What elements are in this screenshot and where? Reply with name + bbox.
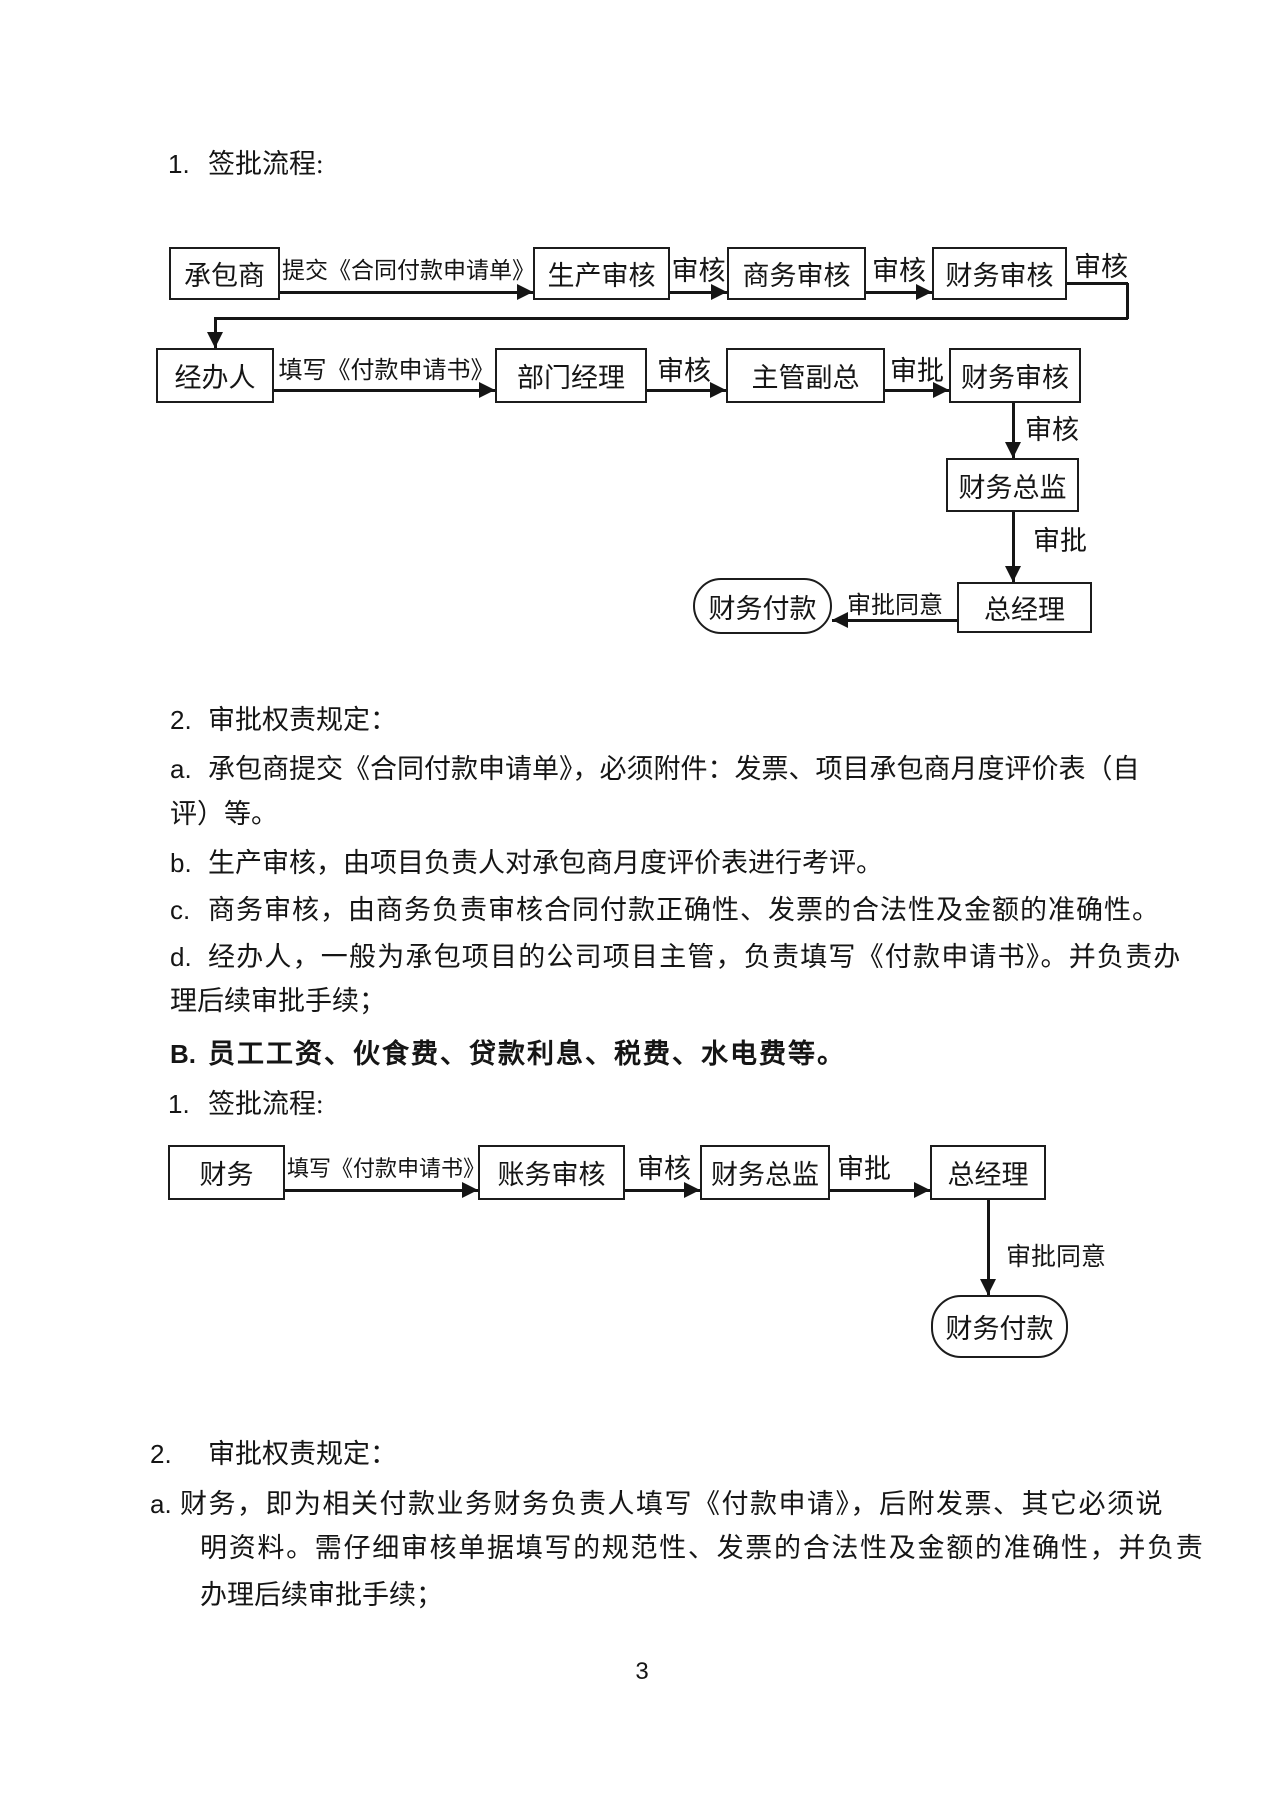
item-a2-line1: 财务，即为相关付款业务财务负责人填写《付款申请》，后附发票、其它必须说 bbox=[180, 1489, 1164, 1519]
item-a2-line1-marker: a. bbox=[150, 1489, 172, 1519]
salary-expense-approval-flow-connector-1 bbox=[625, 1188, 700, 1192]
salary-expense-approval-flow-arrowhead-0 bbox=[462, 1182, 478, 1198]
contract-payment-approval-flow-node-production-review: 生产审核 bbox=[533, 247, 670, 300]
heading-duty-a-marker: 2. bbox=[170, 705, 192, 735]
heading-sign-flow-a: 签批流程: bbox=[208, 149, 324, 179]
contract-payment-approval-flow-edge-review-2: 审核 bbox=[872, 256, 926, 286]
heading-section-b-marker: B. bbox=[170, 1039, 196, 1069]
contract-payment-approval-flow-connector-12 bbox=[832, 618, 957, 622]
contract-payment-approval-flow-edge-approve-1: 审批 bbox=[890, 356, 944, 386]
heading-section-b: 员工工资、伙食费、贷款利息、税费、水电费等。 bbox=[208, 1039, 846, 1069]
contract-payment-approval-flow-node-finance-director: 财务总监 bbox=[946, 458, 1079, 512]
salary-expense-approval-flow-arrowhead-2 bbox=[914, 1182, 930, 1198]
salary-expense-approval-flow-edge-approve-1: 审批 bbox=[837, 1154, 891, 1184]
contract-payment-approval-flow-edge-review-1: 审核 bbox=[671, 256, 726, 286]
salary-expense-approval-flow-edge-review-1: 审核 bbox=[637, 1154, 691, 1184]
contract-payment-approval-flow-connector-4 bbox=[1125, 283, 1129, 319]
contract-payment-approval-flow-connector-10 bbox=[1011, 403, 1015, 458]
salary-expense-approval-flow-connector-3 bbox=[986, 1200, 990, 1295]
contract-payment-approval-flow-connector-7 bbox=[274, 388, 495, 392]
item-a2-line3: 办理后续审批手续； bbox=[200, 1580, 443, 1610]
contract-payment-approval-flow-node-handler: 经办人 bbox=[156, 348, 274, 403]
contract-payment-approval-flow-connector-8 bbox=[647, 388, 726, 392]
contract-payment-approval-flow-arrowhead-7 bbox=[479, 382, 495, 398]
contract-payment-approval-flow-node-finance-review-2: 财务审核 bbox=[949, 348, 1081, 403]
contract-payment-approval-flow-arrowhead-10 bbox=[1005, 442, 1021, 458]
contract-payment-approval-flow-edge-approve-agree-1: 审批同意 bbox=[847, 593, 943, 619]
contract-payment-approval-flow-node-dept-manager: 部门经理 bbox=[495, 348, 647, 403]
salary-expense-approval-flow-edge-fill-payment-form: 填写《付款申请书》 bbox=[287, 1156, 486, 1181]
item-c1-marker: c. bbox=[170, 895, 191, 925]
contract-payment-approval-flow-arrowhead-6 bbox=[207, 332, 223, 348]
item-a1-line2: 评）等。 bbox=[170, 799, 278, 829]
contract-payment-approval-flow-connector-11 bbox=[1011, 512, 1015, 582]
salary-expense-approval-flow-edge-approve-agree: 审批同意 bbox=[1005, 1244, 1106, 1271]
salary-expense-approval-flow-node-finance-payment: 财务付款 bbox=[931, 1295, 1068, 1358]
contract-payment-approval-flow-connector-0 bbox=[280, 290, 533, 294]
item-d1-line1: 经办人，一般为承包项目的公司项目主管，负责填写《付款申请书》。并负责办 bbox=[208, 942, 1182, 972]
item-c1: 商务审核，由商务负责审核合同付款正确性、发票的合法性及金额的准确性。 bbox=[208, 895, 1160, 925]
item-b1-marker: b. bbox=[170, 848, 192, 878]
contract-payment-approval-flow-node-deputy-gm: 主管副总 bbox=[726, 348, 885, 403]
contract-payment-approval-flow-arrowhead-11 bbox=[1005, 566, 1021, 582]
contract-payment-approval-flow-connector-2 bbox=[866, 290, 932, 294]
item-d1-line2: 理后续审批手续； bbox=[170, 986, 386, 1016]
salary-expense-approval-flow-node-accounting-review: 账务审核 bbox=[478, 1145, 625, 1200]
item-a1-line1: 承包商提交《合同付款申请单》，必须附件：发票、项目承包商月度评价表（自 bbox=[208, 754, 1140, 784]
contract-payment-approval-flow-arrowhead-8 bbox=[710, 382, 726, 398]
item-a2-line2: 明资料。需仔细审核单据填写的规范性、发票的合法性及金额的准确性，并负责 bbox=[200, 1533, 1205, 1563]
contract-payment-approval-flow-arrowhead-1 bbox=[711, 284, 727, 300]
contract-payment-approval-flow-arrowhead-2 bbox=[916, 284, 932, 300]
contract-payment-approval-flow-node-contractor: 承包商 bbox=[169, 247, 280, 300]
contract-payment-approval-flow-connector-1 bbox=[670, 290, 727, 294]
contract-payment-approval-flow-edge-review-4: 审核 bbox=[657, 356, 711, 386]
heading-duty-a: 审批权责规定： bbox=[208, 705, 397, 735]
salary-expense-approval-flow-connector-2 bbox=[830, 1188, 930, 1192]
contract-payment-approval-flow-node-finance-review-1: 财务审核 bbox=[932, 247, 1067, 300]
contract-payment-approval-flow-edge-review-5: 审核 bbox=[1025, 415, 1079, 445]
contract-payment-approval-flow-connector-3 bbox=[1067, 281, 1128, 285]
salary-expense-approval-flow-node-general-manager: 总经理 bbox=[930, 1145, 1046, 1200]
contract-payment-approval-flow-arrowhead-0 bbox=[517, 284, 533, 300]
item-a1-line1-marker: a. bbox=[170, 754, 192, 784]
contract-payment-approval-flow-connector-9 bbox=[885, 388, 949, 392]
contract-payment-approval-flow-node-general-manager: 总经理 bbox=[957, 582, 1092, 633]
heading-sign-flow-a-marker: 1. bbox=[168, 149, 190, 179]
contract-payment-approval-flow-node-commercial-review: 商务审核 bbox=[727, 247, 866, 300]
salary-expense-approval-flow-node-finance-director: 财务总监 bbox=[700, 1145, 830, 1200]
contract-payment-approval-flow-edge-review-3: 审核 bbox=[1074, 252, 1128, 282]
page-number: 3 bbox=[635, 1658, 649, 1685]
contract-payment-approval-flow-edge-approve-2: 审批 bbox=[1033, 526, 1087, 556]
contract-payment-approval-flow-edge-submit-contract-form: 提交《合同付款申请单》 bbox=[282, 258, 535, 283]
contract-payment-approval-flow-connector-5 bbox=[214, 316, 1128, 320]
item-b1: 生产审核，由项目负责人对承包商月度评价表进行考评。 bbox=[208, 848, 883, 878]
salary-expense-approval-flow-arrowhead-3 bbox=[980, 1279, 996, 1295]
heading-duty-b: 审批权责规定： bbox=[208, 1439, 397, 1469]
contract-payment-approval-flow-node-finance-payment: 财务付款 bbox=[693, 578, 832, 634]
heading-sign-flow-b-marker: 1. bbox=[168, 1089, 190, 1119]
contract-payment-approval-flow-edge-fill-payment-form: 填写《付款申请书》 bbox=[278, 358, 495, 384]
heading-duty-b-marker: 2. bbox=[150, 1439, 172, 1469]
heading-sign-flow-b: 签批流程: bbox=[208, 1089, 324, 1119]
item-d1-line1-marker: d. bbox=[170, 942, 192, 972]
salary-expense-approval-flow-connector-0 bbox=[285, 1188, 478, 1192]
salary-expense-approval-flow-node-finance: 财务 bbox=[168, 1145, 285, 1200]
contract-payment-approval-flow-arrowhead-9 bbox=[933, 382, 949, 398]
contract-payment-approval-flow-arrowhead-12 bbox=[832, 612, 848, 628]
salary-expense-approval-flow-arrowhead-1 bbox=[684, 1182, 700, 1198]
